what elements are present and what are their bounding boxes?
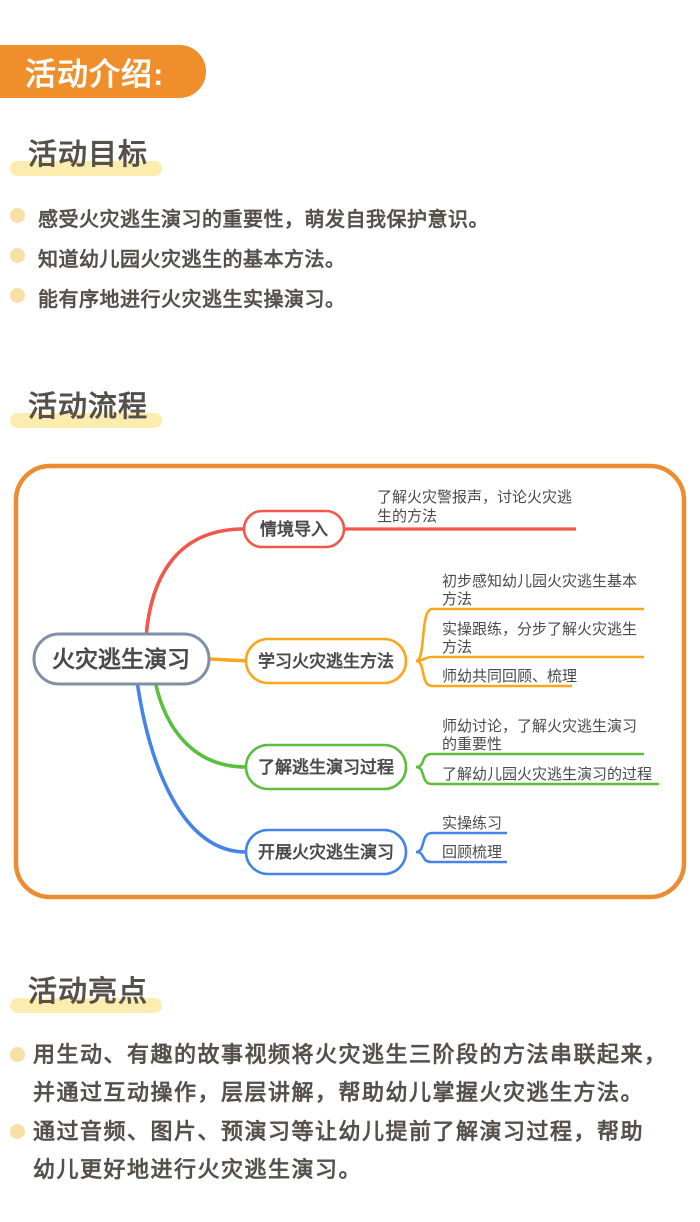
child-label-line: 生的方法 [377,508,437,525]
branch-node-3 [244,743,408,791]
child-label-line: 师幼讨论，了解火灾逃生演习 [442,718,637,735]
heading-highlight [10,413,162,428]
bullet-icon [10,288,25,303]
child-label-line: 实操练习 [442,815,502,832]
mindmap-root-label: 火灾逃生演习 [52,646,190,672]
child-label-line: 方法 [442,639,472,656]
list-item: 知道幼儿园火灾逃生的基本方法。 [10,243,489,283]
branch-node-label: 情境导入 [260,519,328,539]
highlight-text-line: 幼儿更好地进行火灾逃生演习。 [33,1157,363,1182]
child-label-line: 回顾梳理 [442,844,502,861]
branch-node-label: 开展火灾逃生演习 [258,842,394,862]
section-title-highlights: 活动亮点 [28,976,149,1008]
section-title-goals: 活动目标 [28,139,149,171]
bullet-icon [10,208,25,223]
mindmap-canvas: 了解火灾警报声，讨论火灾逃 生的方法 初步感知幼儿园火灾逃生基本 方法 实操跟练… [13,463,687,900]
page-title-badge: 活动介绍: [0,45,206,98]
list-item: 感受火灾逃生演习的重要性，萌发自我保护意识。 [10,203,489,243]
branch-node-2 [244,637,408,685]
section-goals-head: 活动目标 [10,138,162,176]
child-underline [415,765,659,786]
bullet-icon [10,1047,25,1062]
page-title: 活动介绍: [25,57,165,92]
child-label-line: 实操跟练，分步了解火灾逃生 [442,621,637,638]
mindmap-root-node [32,632,211,686]
bullet-icon [10,248,25,263]
heading-highlight [10,998,162,1013]
mindmap-panel: 了解火灾警报声，讨论火灾逃 生的方法 初步感知幼儿园火灾逃生基本 方法 实操跟练… [13,463,687,905]
goal-text: 知道幼儿园火灾逃生的基本方法。 [38,249,346,271]
goal-text: 能有序地进行火灾逃生实操演习。 [38,289,346,311]
child-underline [415,659,572,688]
child-label-line: 的重要性 [442,736,502,753]
branch-curve-2 [208,657,250,663]
goals-list: 感受火灾逃生演习的重要性，萌发自我保护意识。 知道幼儿园火灾逃生的基本方法。 能… [10,203,489,323]
goal-text: 感受火灾逃生演习的重要性，萌发自我保护意识。 [38,209,489,231]
section-flow-head: 活动流程 [10,390,162,428]
highlight-text-line: 并通过互动操作，层层讲解，帮助幼儿掌握火灾逃生方法。 [33,1080,645,1105]
heading-highlight [10,161,162,176]
highlight-text-line: 用生动、有趣的故事视频将火灾逃生三阶段的方法串联起来， [33,1042,668,1067]
branch-node-label: 学习火灾逃生方法 [258,651,394,671]
child-label-line: 了解幼儿园火灾逃生演习的过程 [442,766,652,783]
child-label-line: 初步感知幼儿园火灾逃生基本 [442,573,637,590]
section-highlights-head: 活动亮点 [10,975,162,1013]
child-label-line: 方法 [442,591,472,608]
branch-curve-1 [144,527,245,639]
child-underline [415,850,507,864]
branch-curve-3 [153,680,247,769]
branch-curve-4 [135,680,247,854]
list-item: 用生动、有趣的故事视频将火灾逃生三阶段的方法串联起来， 并通过互动操作，层层讲解… [10,1036,700,1112]
branch-node-4 [244,828,408,876]
list-item: 能有序地进行火灾逃生实操演习。 [10,283,489,323]
branch-node-1 [242,509,346,549]
bullet-icon [10,1124,25,1139]
section-title-flow: 活动流程 [28,391,149,423]
list-item: 通过音频、图片、预演习等让幼儿提前了解演习过程，帮助 幼儿更好地进行火灾逃生演习… [10,1113,700,1189]
child-label-line: 了解火灾警报声，讨论火灾逃 [377,488,572,506]
child-label-line: 师幼共同回顾、梳理 [442,668,577,685]
highlights-list: 用生动、有趣的故事视频将火灾逃生三阶段的方法串联起来， 并通过互动操作，层层讲解… [10,1036,700,1190]
highlight-text-line: 通过音频、图片、预演习等让幼儿提前了解演习过程，帮助 [33,1119,645,1144]
child-underline [415,607,644,663]
branch-node-label: 了解逃生演习过程 [258,757,394,777]
